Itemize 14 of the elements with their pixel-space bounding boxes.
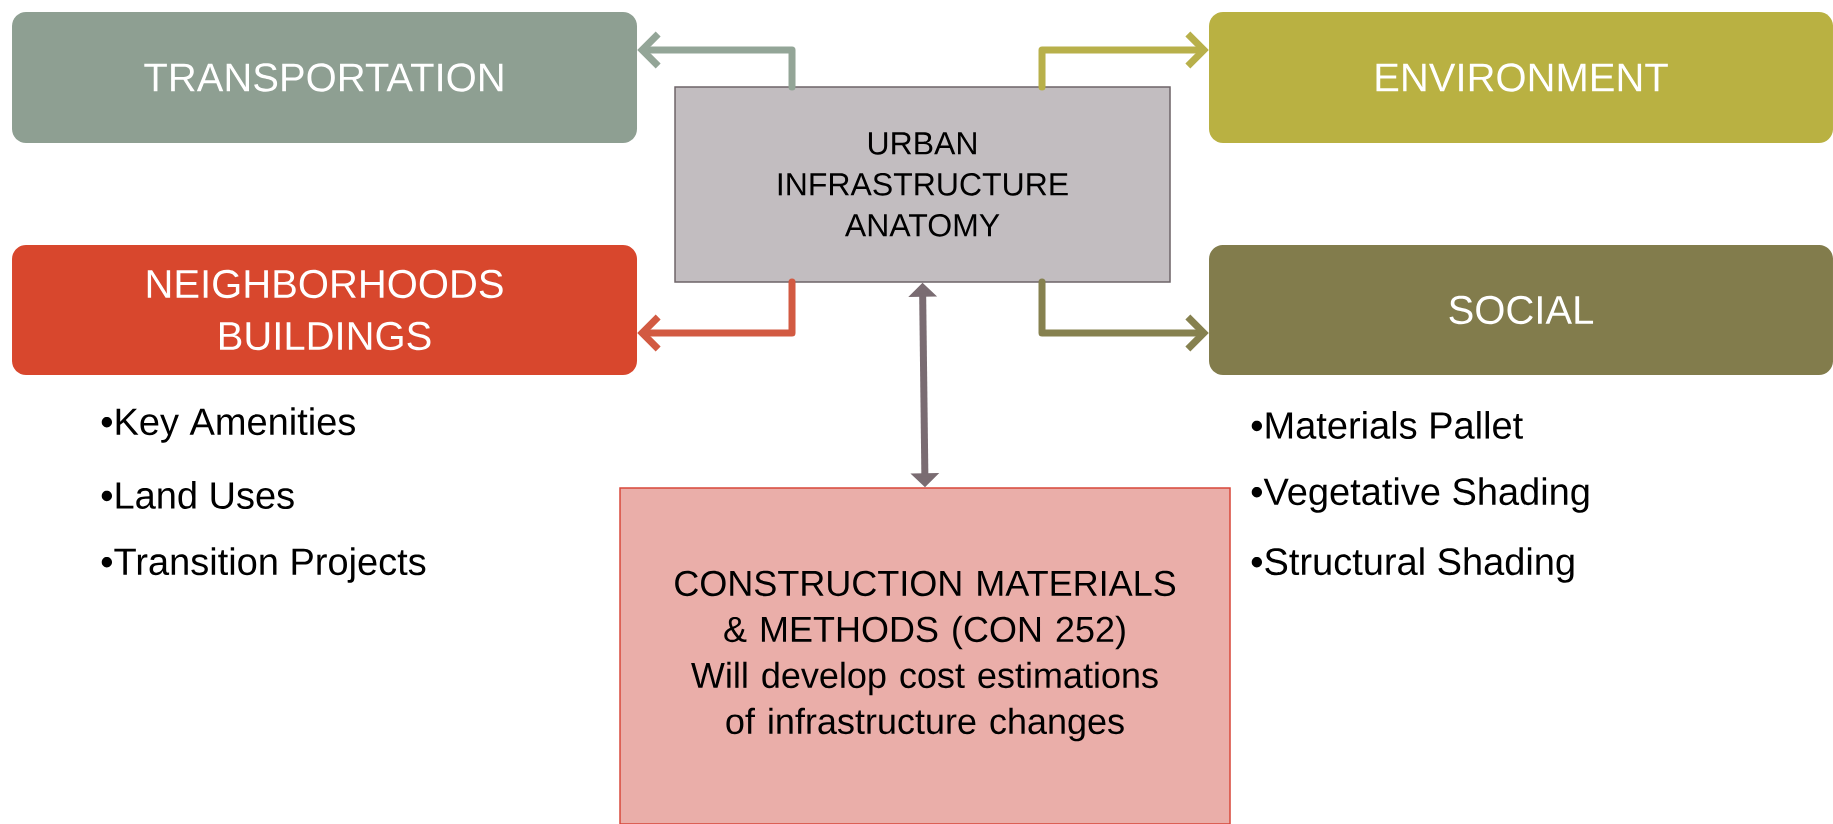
bullet-text: •Land Uses [101, 481, 294, 509]
bullet-text: •Transition Projects [101, 547, 426, 583]
bullet-text: •Vegetative Shading [1251, 477, 1589, 513]
arrow [1038, 31, 1209, 91]
category-box: TRANSPORTATION [12, 12, 637, 143]
category-box: NEIGHBORHOODS BUILDINGS [12, 245, 637, 375]
arrow [637, 31, 796, 91]
bullet-text: •Materials Pallet [1251, 411, 1523, 439]
arrow [1038, 278, 1209, 352]
center-box: URBAN INFRASTRUCTURE ANATOMY [674, 86, 1171, 283]
category-box: SOCIAL [1209, 245, 1833, 375]
category-box: ENVIRONMENT [1209, 12, 1833, 143]
arrow [637, 278, 796, 352]
course-box: CONSTRUCTION MATERIALS & METHODS (CON 252) Will develop cost estimations of infrastructure changes [619, 487, 1231, 824]
